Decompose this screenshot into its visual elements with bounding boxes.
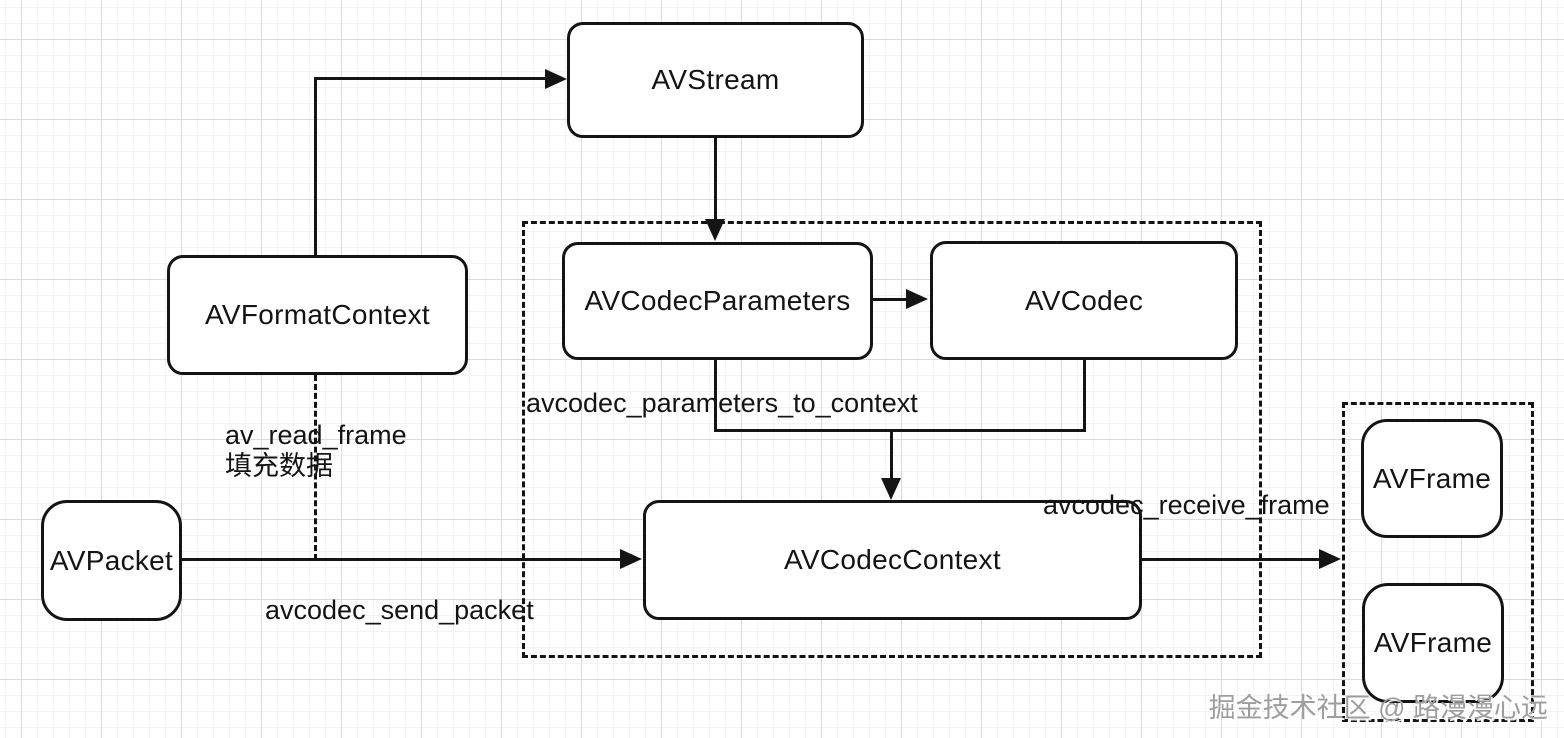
node-avframe-bottom-label: AVFrame — [1373, 627, 1493, 658]
connector-formatcontext-stream-vertical — [314, 78, 317, 255]
node-avcodec-label: AVCodec — [1024, 284, 1144, 316]
connector-codec-drop-vertical — [1083, 358, 1086, 432]
node-avstream-label: AVStream — [651, 64, 780, 95]
arrowhead-right-icon — [906, 289, 928, 309]
node-avstream: AVStream — [567, 22, 864, 138]
node-avpacket: AVPacket — [41, 500, 182, 621]
node-avcodeccontext: AVCodecContext — [643, 500, 1142, 620]
connector-bus-context-vertical — [890, 429, 893, 480]
arrowhead-right-icon — [545, 69, 567, 89]
connector-packet-context-horizontal — [182, 558, 622, 561]
label-send-packet: avcodec_send_packet — [265, 595, 534, 625]
label-av-read-frame: av_read_frame 填充数据 — [225, 420, 407, 482]
node-avcodecparameters-label: AVCodecParameters — [584, 285, 851, 316]
node-avcodec: AVCodec — [930, 241, 1238, 360]
label-receive-frame: avcodec_receive_frame — [1043, 490, 1330, 520]
node-avpacket-label: AVPacket — [49, 544, 174, 576]
node-avformatcontext: AVFormatContext — [167, 255, 468, 375]
connector-stream-parameters-vertical — [714, 138, 717, 221]
arrowhead-right-icon — [620, 549, 642, 569]
connector-parameters-drop-vertical — [714, 358, 717, 432]
connector-context-frame-horizontal — [1142, 558, 1321, 561]
label-av-read-frame-line1: av_read_frame — [225, 420, 407, 450]
node-avformatcontext-label: AVFormatContext — [205, 299, 430, 330]
connector-bus-horizontal — [714, 429, 1086, 432]
connector-parameters-codec-horizontal — [873, 298, 908, 301]
decoder-group-dashed-box — [522, 221, 1262, 658]
label-av-read-frame-line2: 填充数据 — [225, 451, 333, 481]
arrowhead-down-icon — [705, 219, 725, 241]
node-avframe-top: AVFrame — [1361, 419, 1503, 538]
label-parameters-to-context: avcodec_parameters_to_context — [526, 388, 918, 418]
watermark-text: 掘金技术社区 @ 路漫漫心远 — [1208, 693, 1548, 723]
arrowhead-right-icon — [1319, 549, 1341, 569]
node-avframe-top-label: AVFrame — [1372, 462, 1492, 494]
node-avcodeccontext-label: AVCodecContext — [784, 544, 1001, 575]
frames-group-dashed-box — [1342, 402, 1534, 722]
arrowhead-down-icon — [881, 478, 901, 500]
node-avframe-bottom: AVFrame — [1362, 583, 1504, 703]
connector-readframe-dashed-vertical — [314, 375, 317, 560]
node-avcodecparameters: AVCodecParameters — [562, 242, 873, 360]
connector-formatcontext-stream-horizontal — [314, 77, 546, 80]
